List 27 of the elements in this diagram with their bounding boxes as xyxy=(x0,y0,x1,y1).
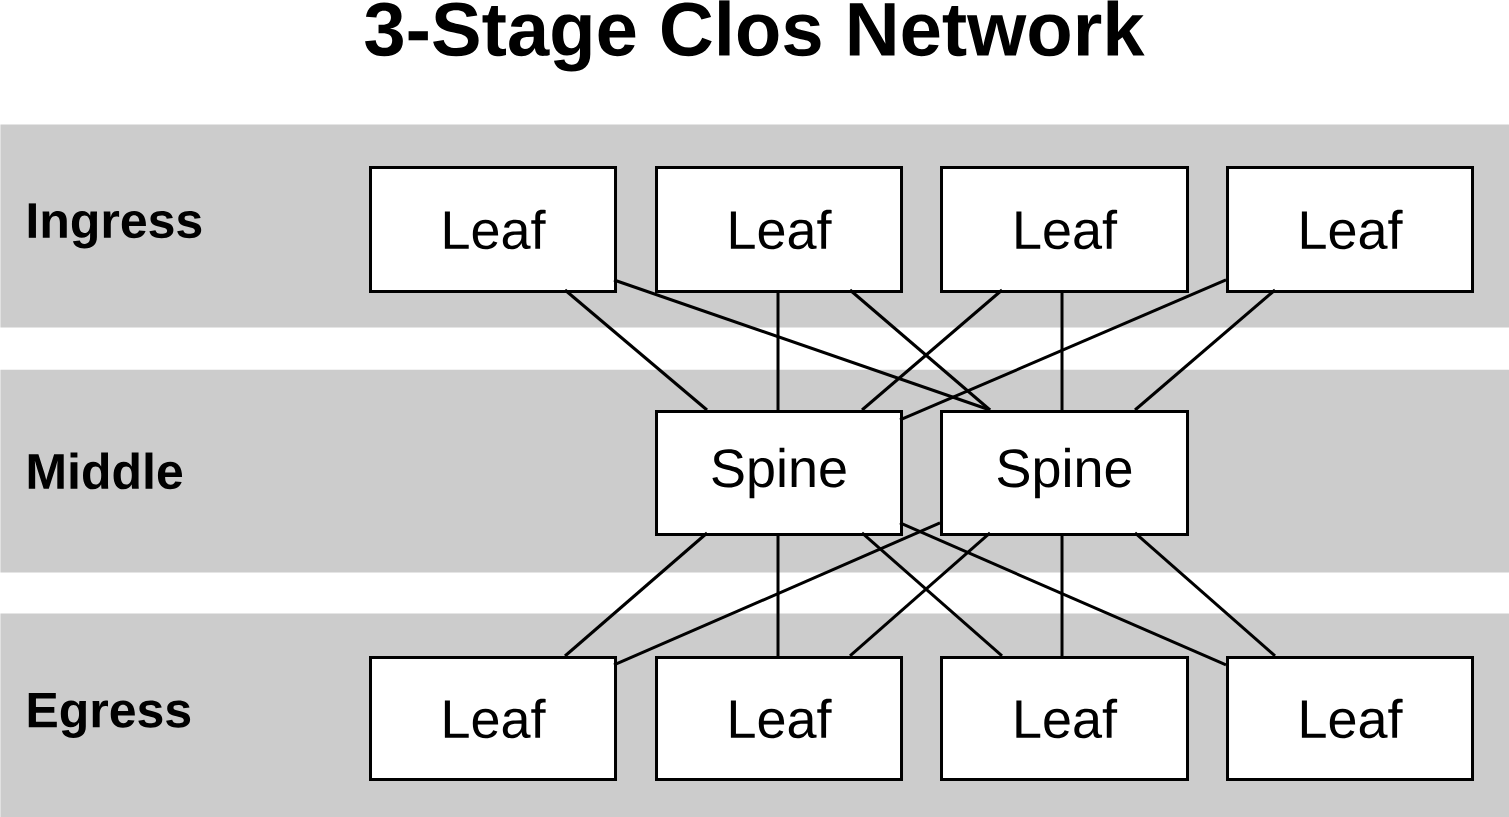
switch-box: Spine xyxy=(655,410,903,536)
switch-box: Spine xyxy=(940,410,1189,536)
switch-box: Leaf xyxy=(369,166,617,293)
switch-box: Leaf xyxy=(1226,166,1474,293)
connector-line xyxy=(1060,290,1064,410)
connector-line xyxy=(849,531,991,658)
title: 3-Stage Clos Network xyxy=(365,0,1145,72)
connector-line xyxy=(613,278,991,412)
connector-line xyxy=(849,288,991,412)
connector-line xyxy=(776,290,780,410)
connector-line xyxy=(861,531,1003,658)
switch-box: Leaf xyxy=(1226,656,1474,781)
connector-line xyxy=(861,288,1003,412)
connector-line xyxy=(899,278,1227,422)
switch-box: Leaf xyxy=(655,656,903,781)
switch-box: Leaf xyxy=(940,166,1189,293)
connector-line xyxy=(564,531,708,658)
switch-box: Leaf xyxy=(655,166,903,293)
switch-box: Leaf xyxy=(940,656,1189,781)
connector-line xyxy=(564,288,708,412)
connector-line xyxy=(1134,531,1276,658)
connector-line xyxy=(1134,288,1276,412)
connector-line xyxy=(776,533,780,656)
connector-line xyxy=(613,521,941,667)
switch-box: Leaf xyxy=(369,656,617,781)
connector-line xyxy=(899,521,1227,667)
connector-line xyxy=(1060,533,1064,656)
